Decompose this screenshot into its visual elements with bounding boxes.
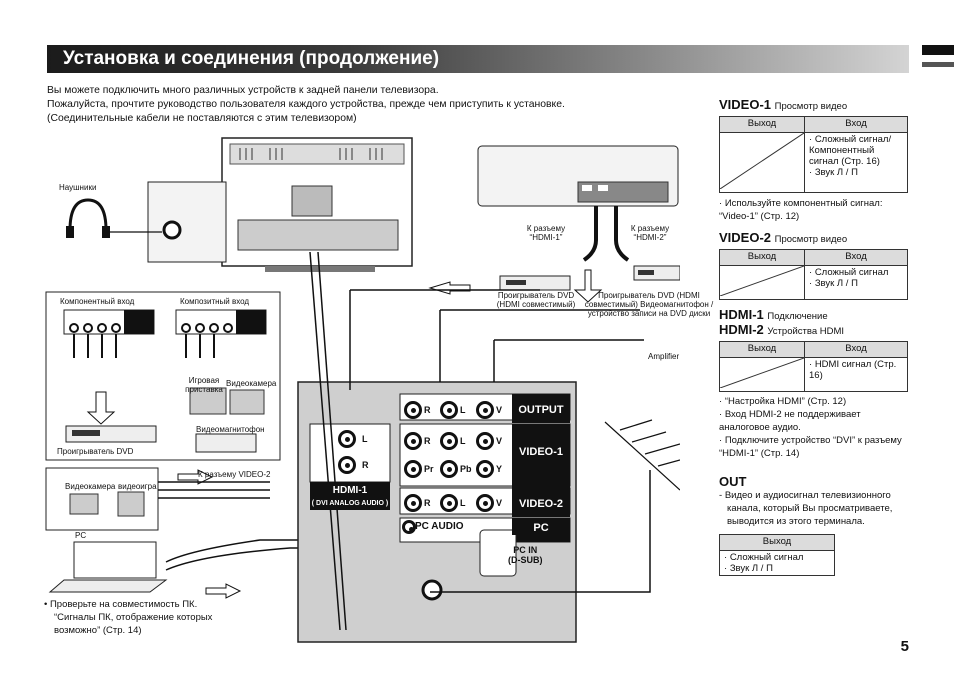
video2-l-jack[interactable]: [440, 494, 458, 512]
hdmi-section: HDMI-1 Подключение HDMI-2 Устройства HDM…: [719, 307, 909, 460]
pc-audio-label: PC AUDIO: [415, 521, 464, 532]
pc-audio-jack[interactable]: [402, 520, 416, 534]
video1-pb-jack[interactable]: [440, 460, 458, 478]
output-v-jack[interactable]: [476, 401, 494, 419]
video1-y-jack[interactable]: [476, 460, 494, 478]
dvd-player-label: Проигрыватель DVD: [57, 447, 134, 456]
connection-diagram: [45, 137, 680, 643]
pc-label: PC: [75, 531, 87, 540]
antenna-illustration: [604, 419, 680, 491]
video1-v-jack[interactable]: [476, 432, 494, 450]
component-in-label: Компонентный вход: [60, 297, 135, 306]
out-section: OUT - Видео и аудиосигнал телевизионного…: [719, 474, 893, 576]
hdmi-inset: [477, 145, 679, 303]
camcorder-box: [45, 467, 270, 531]
component-composite-box: [45, 291, 281, 461]
camcorder2-label: Видеокамера: [65, 482, 116, 491]
pc-in-label: PC IN (D-SUB): [508, 545, 543, 565]
section-tab-marker-secondary: [922, 62, 954, 67]
composite-in-label: Композитный вход: [180, 297, 250, 306]
section-tab-marker: [922, 45, 954, 55]
to-hdmi1-label: К разъему “HDMI-1”: [526, 224, 566, 242]
video1-l-jack[interactable]: [440, 432, 458, 450]
dvd-hdmi-devices: [428, 265, 680, 295]
hdmi1-panel-sublabel: ( DVI ANALOG AUDIO ): [310, 498, 390, 510]
videogame-label: видеоигра: [118, 482, 157, 491]
dvd-hdmi-2-label: Проигрыватель DVD (HDMI совместимый) Вид…: [584, 291, 714, 318]
camcorder-label: Видеокамера: [226, 379, 277, 388]
hdmi1-audio-r-jack[interactable]: [338, 456, 356, 474]
game-console-label: Игровая приставка: [185, 376, 223, 394]
to-video2-label: К разъему VIDEO-2: [198, 470, 271, 479]
video2-label: VIDEO-2: [512, 491, 570, 517]
out-table: Выход · Сложный сигнал · Звук Л / П: [719, 534, 835, 576]
video1-r-jack[interactable]: [404, 432, 422, 450]
pc-note: • Проверьте на совместимость ПК. “Сигнал…: [44, 599, 213, 636]
to-hdmi2-label: К разъему “HDMI-2”: [630, 224, 670, 242]
output-label: OUTPUT: [512, 397, 570, 423]
page-title: Установка и соединения (продолжение): [63, 48, 440, 69]
intro-text: Вы можете подключить много различных уст…: [47, 85, 565, 124]
video1-pr-jack[interactable]: [404, 460, 422, 478]
cable-lines: [309, 251, 651, 631]
tv-side-jack: [66, 181, 227, 263]
output-r-jack[interactable]: [404, 401, 422, 419]
video2-r-jack[interactable]: [404, 494, 422, 512]
bullet-icon: •: [44, 599, 50, 610]
hdmi1-audio-l-jack[interactable]: [338, 430, 356, 448]
video2-v-jack[interactable]: [476, 494, 494, 512]
output-l-jack[interactable]: [440, 401, 458, 419]
headphones-label: Наушники: [59, 183, 97, 192]
page-number: 5: [900, 638, 909, 655]
dvd-hdmi-1-label: Проигрыватель DVD (HDMI совместимый): [496, 291, 576, 309]
page-header: Установка и соединения (продолжение): [47, 45, 909, 73]
pc-illustration: [48, 539, 440, 599]
pc-panel-label: PC: [512, 521, 570, 535]
hdmi1-panel-label: HDMI-1: [310, 484, 390, 498]
tv-rear-illustration: [221, 137, 413, 272]
amplifier-label: Amplifier: [648, 352, 680, 361]
video1-label: VIDEO-1: [512, 427, 570, 489]
vcr-label: Видеомагнитофон: [196, 425, 265, 434]
